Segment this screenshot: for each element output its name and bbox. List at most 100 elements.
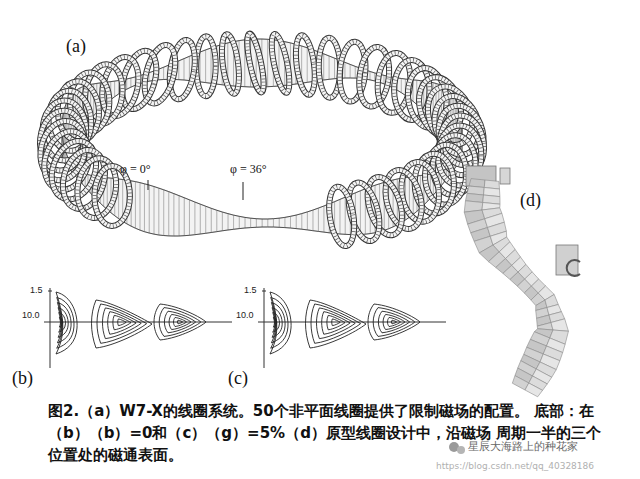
coil-outline <box>219 33 242 94</box>
angle-ticks <box>148 180 243 200</box>
flux-contour <box>59 312 66 332</box>
flux-contour <box>159 308 201 337</box>
plasma-mesh <box>313 208 319 231</box>
flux-contour <box>58 308 68 338</box>
coil-outline <box>361 173 408 239</box>
plasma-mesh <box>302 212 308 230</box>
coil-group <box>35 33 490 248</box>
flux-contour <box>57 297 74 348</box>
plasma-mesh <box>140 183 145 232</box>
flux-surfaces <box>56 292 420 354</box>
panel-label: (a) <box>66 36 86 57</box>
coil-body <box>343 179 385 244</box>
plasma-mesh <box>329 56 334 79</box>
plasma-mesh <box>189 200 194 235</box>
plasma-mesh <box>184 56 189 80</box>
plasma-mesh <box>164 190 169 236</box>
coil-bracket <box>500 168 510 184</box>
coil-mesh <box>268 33 293 94</box>
flux-contour <box>316 308 355 339</box>
coil-mesh <box>326 185 358 248</box>
plasma-mesh <box>285 216 291 228</box>
plasma-mesh <box>256 219 262 228</box>
plasma-mesh <box>200 50 205 83</box>
plasma-mesh <box>154 186 159 234</box>
flux-contour <box>56 292 77 354</box>
plasma-mesh <box>234 215 240 229</box>
flux-contour <box>378 311 409 333</box>
plasma-mesh <box>273 218 279 227</box>
plasma-mesh <box>184 198 189 236</box>
axis-tick: 10.0 <box>22 310 40 320</box>
flux-contour <box>273 317 276 327</box>
plasma-mesh <box>279 217 285 227</box>
flux-contour <box>272 308 282 338</box>
flux-contour <box>368 304 420 340</box>
coil-segment <box>525 383 543 397</box>
plasma-mesh <box>345 62 350 78</box>
flux-contour <box>373 308 415 337</box>
coil-outline <box>244 33 267 94</box>
axis-tick: 1.5 <box>30 285 43 295</box>
coil-body <box>361 173 408 239</box>
axis-tick: 1.5 <box>244 285 257 295</box>
flux-contour <box>92 300 153 348</box>
flux-contour <box>118 319 126 326</box>
flux-contour <box>322 312 350 335</box>
plasma-mesh <box>360 189 365 235</box>
plasma-mesh <box>217 210 223 231</box>
coil-outline <box>196 36 216 96</box>
flux-contour <box>113 315 131 329</box>
flux-contour <box>311 304 361 343</box>
watermark: https://blog.csdn.net/qq_40328186 <box>436 461 594 471</box>
plasma-mesh <box>179 59 184 80</box>
coil-mesh <box>244 33 267 94</box>
plasma-mesh <box>159 188 164 235</box>
flux-contour <box>57 303 71 343</box>
coil-outline <box>326 185 358 248</box>
coil-body <box>293 34 318 96</box>
coil-system <box>35 33 490 248</box>
coil-outline <box>293 34 318 96</box>
coil-mesh <box>196 36 216 96</box>
plasma-mesh <box>119 179 123 221</box>
plasma-mesh <box>340 197 345 234</box>
plot-axes <box>44 288 446 368</box>
plasma-mesh <box>239 216 245 228</box>
plasma-mesh <box>318 206 323 232</box>
flux-contour <box>383 314 405 329</box>
panel-label: (b) <box>12 368 33 389</box>
coil-body <box>268 33 293 94</box>
coil-outline <box>268 33 293 94</box>
coil-outline <box>343 179 385 244</box>
figure-caption: 图2.（a）W7-X的线圈系统。50个非平面线圈提供了限制磁场的配置。 底部：在… <box>48 400 608 466</box>
plasma-mesh <box>195 202 200 235</box>
prototype-coil <box>464 166 580 397</box>
coil-body <box>326 185 358 248</box>
panel-label: (d) <box>520 190 541 211</box>
plasma-mesh <box>179 196 184 236</box>
flux-contour <box>327 315 345 329</box>
angle-label: φ = 0° <box>120 163 151 177</box>
flux-contour <box>154 304 206 340</box>
flux-contour <box>332 319 340 326</box>
flux-contour <box>164 311 195 333</box>
flux-contour <box>391 320 396 324</box>
plasma-mesh <box>268 219 274 227</box>
flux-contour <box>273 312 280 332</box>
coil-mesh <box>219 33 242 94</box>
flux-contour <box>270 292 291 354</box>
flux-contour <box>388 318 401 327</box>
wechat-icon <box>449 442 465 454</box>
coil-mesh <box>343 179 385 244</box>
plasma-mesh <box>206 48 212 83</box>
coil-mesh <box>293 34 318 96</box>
plasma-mesh <box>307 210 313 231</box>
axis-tick: 10.0 <box>236 310 254 320</box>
plasma-mesh <box>228 214 234 230</box>
plasma-mesh <box>290 215 296 229</box>
flux-contour <box>59 317 62 327</box>
flux-contour <box>271 303 285 343</box>
coil-mesh <box>361 173 408 239</box>
